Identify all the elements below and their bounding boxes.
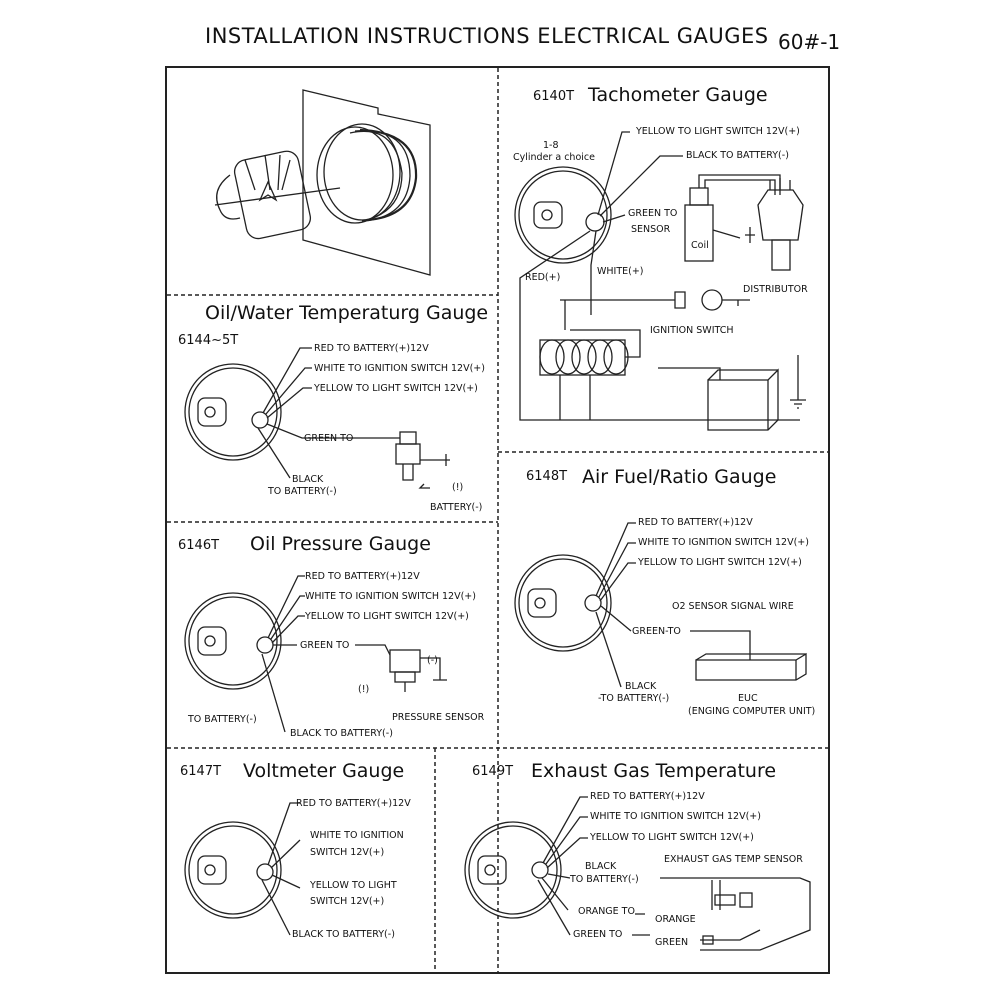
oilpress-title: Oil Pressure Gauge [250, 533, 431, 555]
volt-yellow-switch-label: SWITCH 12V(+) [310, 896, 385, 907]
voltmeter-diagram [184, 802, 301, 936]
egt-sensor-label: EXHAUST GAS TEMP SENSOR [664, 854, 803, 865]
egt-orange2-label: ORANGE [655, 914, 696, 925]
egt-green-label: GREEN TO [573, 929, 623, 940]
tach-black-label: BLACK TO BATTERY(-) [686, 150, 789, 161]
oilpress-green-label: GREEN TO [300, 640, 350, 651]
tach-cyl-label: 1-8 [543, 140, 559, 151]
oilpress-white-label: WHITE TO IGNITION SWITCH 12V(+) [305, 591, 476, 602]
oilwater-diagram [184, 347, 450, 489]
volt-yellow-label: YELLOW TO LIGHT [310, 880, 397, 891]
oilpress-model: 6146T [178, 538, 220, 553]
airfuel-o2-label: O2 SENSOR SIGNAL WIRE [672, 601, 794, 612]
diagram-frame [165, 66, 830, 974]
oilwater-yellow-label: YELLOW TO LIGHT SWITCH 12V(+) [314, 383, 478, 394]
oilpress-tobattery-label: TO BATTERY(-) [188, 714, 257, 725]
oilwater-title: Oil/Water Temperaturg Gauge [205, 302, 489, 324]
tach-green-label: GREEN TO [628, 208, 678, 219]
airfuel-red-label: RED TO BATTERY(+)12V [638, 517, 753, 528]
oilwater-mark-label: (!) [452, 482, 464, 493]
egt-white-label: WHITE TO IGNITION SWITCH 12V(+) [590, 811, 761, 822]
section-dividers [167, 68, 828, 972]
volt-title: Voltmeter Gauge [243, 760, 405, 782]
egt-black-label: BLACK [585, 861, 617, 872]
oilwater-red-label: RED TO BATTERY(+)12V [314, 343, 429, 354]
oilpressure-diagram [184, 575, 447, 733]
airfuel-black-label: BLACK [625, 681, 657, 692]
egt-orange-label: ORANGE TO [578, 906, 635, 917]
volt-black-label: BLACK TO BATTERY(-) [292, 929, 395, 940]
airfuel-euc-label: EUC [738, 693, 758, 704]
airfuel-tobattery-label: -TO BATTERY(-) [598, 693, 670, 704]
oilwater-tobattery-label: TO BATTERY(-) [268, 486, 337, 497]
airfuel-euc-full-label: (ENGING COMPUTER UNIT) [688, 706, 816, 717]
egt-yellow-label: YELLOW TO LIGHT SWITCH 12V(+) [590, 832, 754, 843]
sheet-code: 60#-1 [778, 30, 841, 54]
oilwater-battery-label: BATTERY(-) [430, 502, 483, 513]
tach-white-label: WHITE(+) [597, 266, 644, 277]
tach-cyl-choice-label: Cylinder a choice [513, 152, 595, 163]
volt-white-label: WHITE TO IGNITION [310, 830, 404, 841]
page-title: INSTALLATION INSTRUCTIONS ELECTRICAL GAU… [205, 24, 769, 48]
tach-title: Tachometer Gauge [588, 84, 768, 106]
tach-model: 6140T [533, 89, 575, 104]
airfuel-white-label: WHITE TO IGNITION SWITCH 12V(+) [638, 537, 809, 548]
oilwater-black-label: BLACK [292, 474, 324, 485]
volt-red-label: RED TO BATTERY(+)12V [296, 798, 411, 809]
oilwater-white-label: WHITE TO IGNITION SWITCH 12V(+) [314, 363, 485, 374]
airfuel-green-label: GREEN-TO [632, 626, 681, 637]
tach-sensor-label: SENSOR [631, 224, 671, 235]
tach-red-label: RED(+) [525, 272, 561, 283]
airfuel-model: 6148T [526, 469, 568, 484]
airfuel-title: Air Fuel/Ratio Gauge [582, 466, 777, 488]
egt-title: Exhaust Gas Temperature [531, 760, 777, 782]
oilpress-sensor-label: PRESSURE SENSOR [392, 712, 485, 723]
oilpress-minus-label: (-) [427, 655, 438, 666]
tach-ignition-label: IGNITION SWITCH [650, 325, 734, 336]
egt-tobattery-label: TO BATTERY(-) [570, 874, 639, 885]
mounting-illustration [214, 89, 431, 276]
egt-model: 6149T [472, 764, 514, 779]
tachometer-diagram [514, 131, 806, 431]
oilpress-mark-label: (!) [358, 684, 370, 695]
volt-white-switch-label: SWITCH 12V(+) [310, 847, 385, 858]
tach-distributor-label: DISTRIBUTOR [743, 284, 808, 295]
tach-yellow-label: YELLOW TO LIGHT SWITCH 12V(+) [636, 126, 800, 137]
oilwater-model: 6144~5T [178, 333, 239, 348]
airfuel-yellow-label: YELLOW TO LIGHT SWITCH 12V(+) [638, 557, 802, 568]
oilpress-red-label: RED TO BATTERY(+)12V [305, 571, 420, 582]
oilwater-green-label: GREEN TO [304, 433, 354, 444]
egt-diagram [464, 796, 811, 951]
tach-coil-label: Coil [691, 240, 709, 251]
volt-model: 6147T [180, 764, 222, 779]
egt-green2-label: GREEN [655, 937, 689, 948]
oilpress-yellow-label: YELLOW TO LIGHT SWITCH 12V(+) [305, 611, 469, 622]
airfuel-diagram [514, 522, 807, 688]
oilpress-black-label: BLACK TO BATTERY(-) [290, 728, 393, 739]
egt-red-label: RED TO BATTERY(+)12V [590, 791, 705, 802]
